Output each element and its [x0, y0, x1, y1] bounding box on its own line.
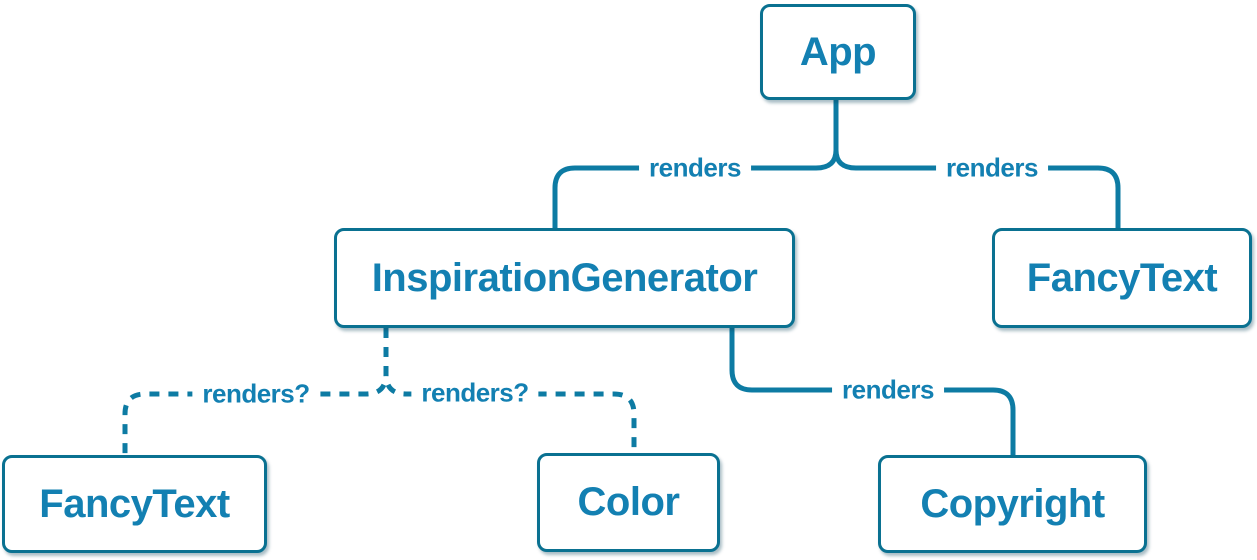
- node-inspiration-generator: InspirationGenerator: [334, 228, 795, 328]
- edge-inspirationgenerator-fancytext: [122, 328, 389, 455]
- edge-inspirationgenerator-color: [383, 328, 637, 453]
- edge-label-renders-color: renders?: [411, 375, 539, 411]
- edge-label-renders-inspirationgenerator: renders: [639, 150, 751, 186]
- node-copyright: Copyright: [878, 455, 1147, 553]
- node-fancytext-top: FancyText: [992, 228, 1252, 328]
- edge-label-renders-fancytext-bottom: renders?: [192, 376, 320, 412]
- node-fancytext-bottom: FancyText: [2, 455, 267, 553]
- edge-label-renders-copyright: renders: [832, 372, 944, 408]
- node-color: Color: [537, 453, 720, 552]
- edge-label-renders-fancytext-top: renders: [936, 150, 1048, 186]
- node-app: App: [760, 4, 916, 100]
